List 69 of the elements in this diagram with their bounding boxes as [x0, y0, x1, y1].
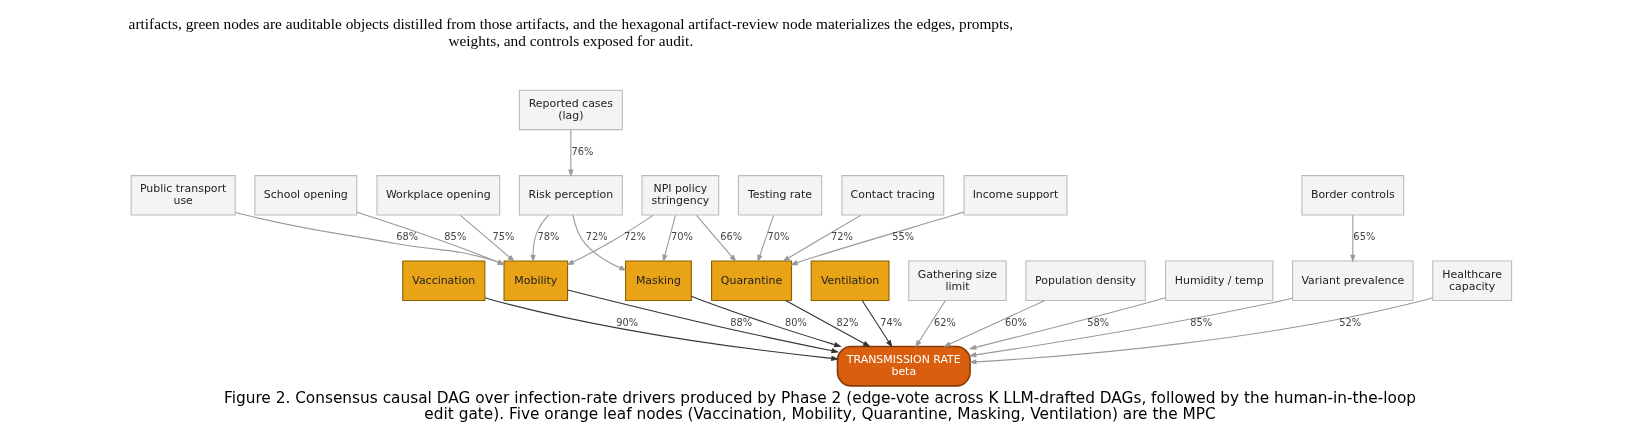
edge-label: 52%	[1338, 316, 1361, 328]
node-box: Reported cases (lag)	[518, 89, 623, 131]
edge-label: 85%	[443, 231, 466, 243]
edge-label: 55%	[891, 231, 914, 243]
arrow	[861, 300, 893, 348]
caption: Figure 2. Consensus causal DAG over infection-rate drivers produced by Phase 2 (edge-vote across K LLM-drafted DAGs, followed by the human-in-the-loop edit gate). Five orange leaf nodes (Vaccination, Mobility, Quarantine, Masking, Ventilation) are the MPC	[223, 388, 1416, 423]
edge-label: 90%	[615, 316, 638, 328]
node-box: Mobility	[502, 260, 568, 302]
node-box: Public transport use	[130, 175, 236, 216]
arrow	[1349, 214, 1355, 263]
arrow	[234, 211, 505, 265]
edge-label: 82%	[835, 316, 858, 328]
edge-label: 72%	[623, 231, 646, 243]
arrow	[784, 300, 871, 347]
edge-label: 60%	[1004, 316, 1027, 328]
arrow	[355, 211, 505, 266]
arrow	[690, 295, 842, 348]
node-box: Income support	[962, 175, 1067, 216]
edge-label: 74%	[879, 316, 902, 328]
edge-label: 72%	[830, 231, 853, 243]
label: artifacts, green nodes are auditable objects distilled from those artifacts, and the hexagonal artifact-review node materializes the edges, prompts, weights, and controls exposed for audit.	[128, 15, 1013, 49]
arrow	[968, 297, 1433, 365]
arrow	[695, 214, 737, 263]
arrow	[567, 129, 574, 178]
edge-label: 70%	[766, 231, 789, 243]
node-box: Workplace opening	[375, 175, 500, 216]
edge-label: 70%	[670, 231, 693, 243]
node-box: Vaccination	[401, 260, 485, 302]
node-box: Gathering size limit	[907, 260, 1007, 302]
arrow	[789, 211, 964, 266]
edge-label: 68%	[395, 231, 418, 243]
edge-label: 88%	[729, 316, 752, 328]
edge-label: 62%	[933, 316, 956, 328]
node-box: Variant prevalence	[1291, 260, 1414, 302]
node-box: TRANSMISSION RATE beta	[836, 345, 971, 387]
node-box: Risk perception	[518, 175, 623, 216]
node-box: Testing rate	[737, 175, 822, 216]
node-box: School opening	[253, 175, 357, 216]
arrow	[781, 214, 862, 262]
arrow	[914, 300, 946, 348]
edge-label: 66%	[719, 231, 742, 243]
arrow	[484, 297, 839, 362]
edge-label: 85%	[1189, 316, 1212, 328]
edge-label: 72%	[585, 231, 608, 243]
node-box: NPI policy stringency	[641, 175, 719, 216]
arrow	[942, 300, 1045, 348]
arrow	[968, 297, 1293, 358]
edge-label: 76%	[570, 146, 593, 158]
node-box: Masking	[624, 260, 692, 302]
node-box: Contact tracing	[840, 175, 944, 216]
arrow	[566, 289, 839, 354]
edge-label: 75%	[492, 231, 514, 243]
arrow	[459, 214, 515, 262]
arrow	[529, 214, 549, 263]
edge-label: 58%	[1086, 316, 1109, 328]
node-box: Ventilation	[810, 260, 890, 302]
arrow	[661, 214, 676, 263]
node-box: Humidity / temp	[1164, 260, 1273, 302]
edge-label: 80%	[784, 316, 807, 328]
edge-label: 78%	[536, 231, 559, 243]
arrow	[756, 214, 774, 263]
arrow	[565, 214, 654, 266]
node-box: Quarantine	[710, 260, 792, 302]
node-box: Border controls	[1300, 175, 1404, 216]
node-box: Healthcare capacity	[1431, 260, 1512, 302]
arrow	[571, 214, 627, 271]
arrow	[968, 297, 1166, 350]
edge-label: 65%	[1352, 231, 1375, 243]
node-box: Population density	[1024, 260, 1146, 302]
